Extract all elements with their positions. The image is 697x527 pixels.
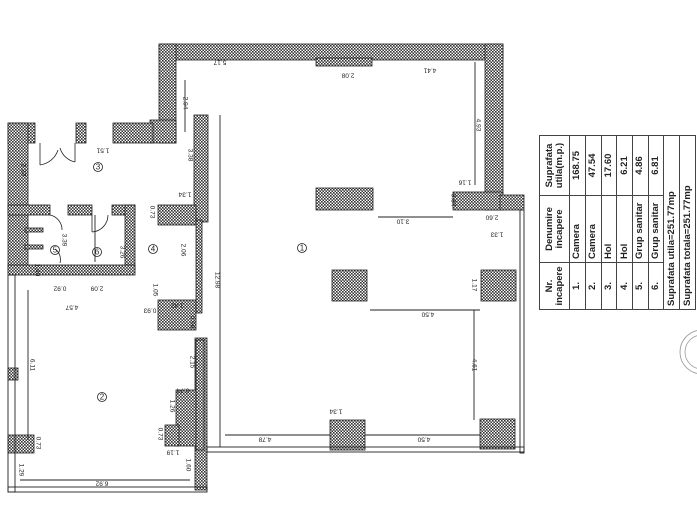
dimension-label: 1.33 [490, 231, 503, 238]
dimension-label: 2.33 [20, 164, 27, 177]
cell-area: 17.60 [601, 135, 617, 196]
room-number-1: 1 [300, 244, 305, 253]
dimension-label: 1.34 [178, 191, 191, 198]
cell-nr: 5. [632, 262, 649, 310]
dimension-label: 3.26 [119, 246, 126, 259]
cell-name: Grup sanitar [648, 195, 664, 263]
cell-name: Camera [569, 195, 586, 263]
cell-area: 6.21 [616, 135, 633, 196]
dimension-label: 1.40 [34, 264, 41, 277]
dimension-label: 1.19 [166, 449, 179, 456]
dimension-label: 0.73 [157, 428, 164, 441]
dimension-label: 1.60 [185, 459, 192, 472]
dimension-label: 4.50 [421, 311, 434, 318]
dimension-label: 1.16 [458, 179, 471, 186]
dimension-label: 2.15 [189, 356, 196, 369]
area-table: Nr. incapere Denumire incapere Suprafata… [539, 135, 696, 310]
dimension-label: 1.05 [152, 284, 159, 297]
walls [7, 43, 525, 491]
dimension-label: 1.17 [471, 279, 478, 292]
cell-nr: 6. [648, 262, 664, 310]
dimension-label: 4.41 [423, 67, 436, 74]
total-area: Suprafata totala=251.77mp [679, 135, 696, 310]
room-number-6: 6 [95, 248, 100, 257]
dimension-label: 0.98 [189, 316, 196, 329]
total-row: Suprafata totala=251.77mp [679, 135, 696, 310]
dimension-label: 4.78 [258, 436, 271, 443]
dimension-label: 4.50 [417, 436, 430, 443]
dimension-label: 1.29 [18, 464, 25, 477]
dimension-label: 1.42 [170, 302, 183, 309]
header-nr: Nr. incapere [539, 262, 570, 310]
cell-nr: 4. [616, 262, 633, 310]
dimension-label: 3.39 [61, 234, 68, 247]
dimension-label: 2.60 [485, 214, 498, 221]
dimension-label: 0.84 [450, 194, 457, 207]
cell-nr: 1. [569, 262, 586, 310]
cell-area: 6.81 [648, 135, 664, 196]
doors [39, 143, 109, 264]
dimension-label: 2.09 [90, 285, 103, 292]
dimension-label: 0.93 [143, 307, 156, 314]
cell-nr: 2. [585, 262, 602, 310]
dimension-label: 12.98 [214, 272, 221, 289]
cell-area: 4.86 [632, 135, 649, 196]
cell-area: 47.54 [585, 135, 602, 196]
dimension-label: 4.93 [475, 119, 482, 132]
total-useful: Suprafata utila=251.77mp [663, 135, 680, 310]
room-number-2: 2 [100, 393, 105, 402]
cell-name: Camera [585, 195, 602, 263]
cell-area: 168.75 [569, 135, 586, 196]
cell-name: Grup sanitar [632, 195, 649, 263]
dimension-label: 2.06 [180, 244, 187, 257]
dimension-label: 2.08 [341, 72, 354, 79]
stamp [679, 330, 697, 374]
cell-name: Hol [616, 195, 633, 263]
dimension-label: 1.26 [169, 400, 176, 413]
dimension-label: 4.57 [65, 304, 78, 311]
header-name: Denumire incapere [539, 195, 570, 263]
room-labels: 1 2 3 4 5 6 [50, 162, 307, 402]
dimension-label: 5.17 [213, 59, 226, 66]
dimension-label: 0.92 [53, 285, 66, 292]
dimension-label: 0.74 [176, 387, 189, 394]
dimension-label: 1.34 [329, 408, 342, 415]
dimension-label: 0.73 [149, 206, 156, 219]
dimension-label: 4.61 [471, 359, 478, 372]
dimension-label: 3.38 [187, 149, 194, 162]
dimension-labels: 5.17 2.08 4.41 4.93 1.16 0.84 2.60 3.10 2.94 3.38… [18, 59, 504, 487]
total-useful-row: Suprafata utila=251.77mp [663, 135, 680, 310]
cell-name: Hol [601, 195, 617, 263]
thin-walls [7, 62, 525, 493]
cell-nr: 3. [601, 262, 617, 310]
dimension-label: 6.11 [29, 359, 36, 372]
room-number-5: 5 [53, 246, 58, 255]
dimension-label: 3.10 [396, 218, 409, 225]
room-number-4: 4 [151, 245, 156, 254]
dimension-label: 1.51 [96, 147, 109, 154]
dimension-label: 6.92 [95, 480, 108, 487]
dimension-label: 2.94 [182, 97, 189, 110]
dimension-label: 0.73 [35, 437, 42, 450]
header-area: Suprafata utila(m.p.) [539, 135, 570, 196]
room-number-3: 3 [96, 163, 101, 172]
table-header-row: Nr. incapere Denumire incapere Suprafata… [539, 135, 570, 310]
